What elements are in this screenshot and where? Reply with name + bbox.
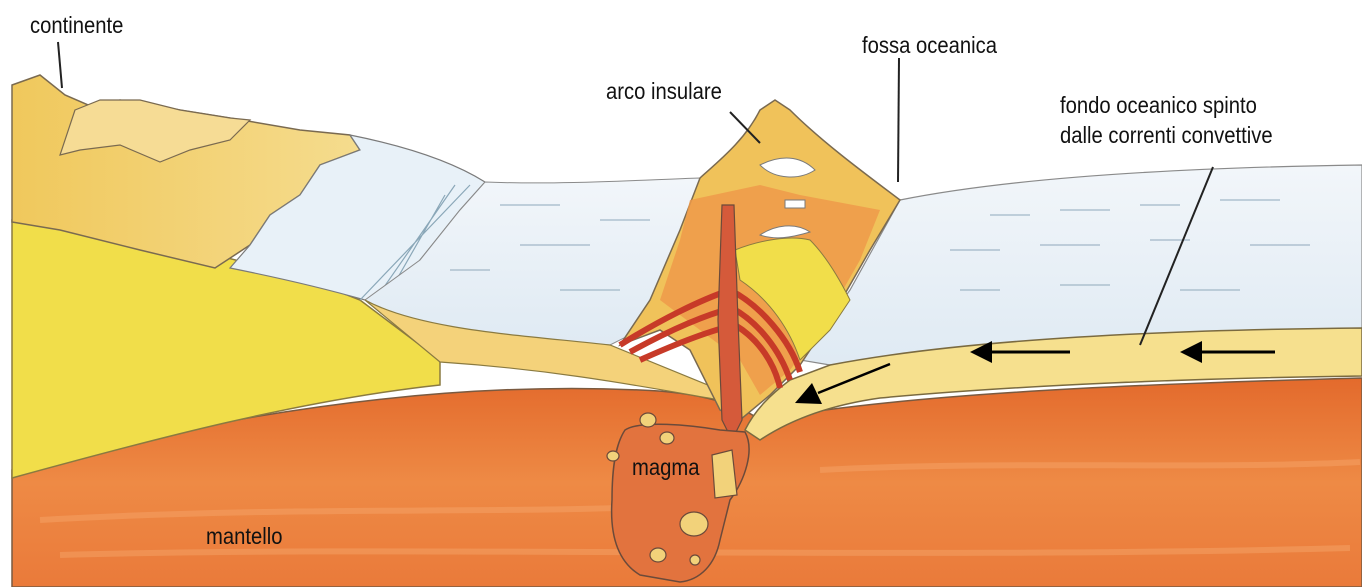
label-arco-insulare: arco insulare [606,78,722,104]
label-continente: continente [30,12,123,38]
leader-fossa-oceanica [898,58,899,182]
label-mantello: mantello [206,523,283,549]
label-fondo-oceanico-line1: fondo oceanico spinto [1060,92,1257,118]
leader-continente [58,42,62,88]
label-magma: magma [632,454,699,480]
label-fondo-oceanico-line2: dalle correnti convettive [1060,122,1273,148]
label-fossa-oceanica: fossa oceanica [862,32,997,58]
